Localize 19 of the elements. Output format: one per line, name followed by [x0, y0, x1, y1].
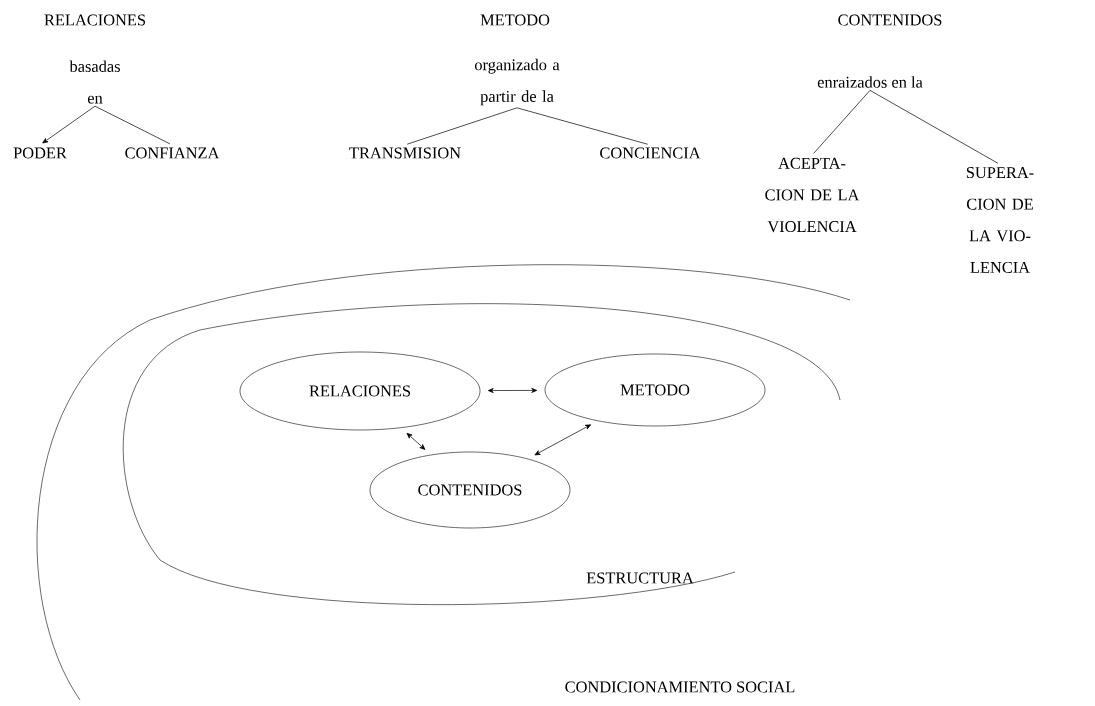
arrow — [406, 432, 426, 450]
heading-text: RELACIONES — [44, 14, 145, 26]
text-label: SUPERA- CION DE LA VIO- LENCIA — [966, 167, 1034, 273]
heading-text: METODO — [480, 14, 550, 26]
text-label: organizado a partir de la — [475, 58, 560, 106]
text-label: basadas en — [69, 60, 120, 104]
text-label: ACEPTA- CION DE LA VIOLENCIA — [765, 157, 860, 233]
ellipse-node: RELACIONES — [239, 351, 481, 431]
text-label: TRANSMISION — [349, 147, 461, 159]
ellipse-node: METODO — [544, 353, 766, 427]
arrow — [42, 105, 96, 144]
text-label: enraizados en la — [817, 76, 923, 88]
arrow — [534, 424, 591, 456]
arrow — [487, 387, 538, 393]
ellipse-node: CONTENIDOS — [369, 451, 571, 529]
heading-text: CONTENIDOS — [838, 14, 942, 26]
text-label: CONFIANZA — [125, 147, 220, 159]
text-label: CONCIENCIA — [600, 147, 701, 159]
text-label: PODER — [13, 147, 67, 159]
